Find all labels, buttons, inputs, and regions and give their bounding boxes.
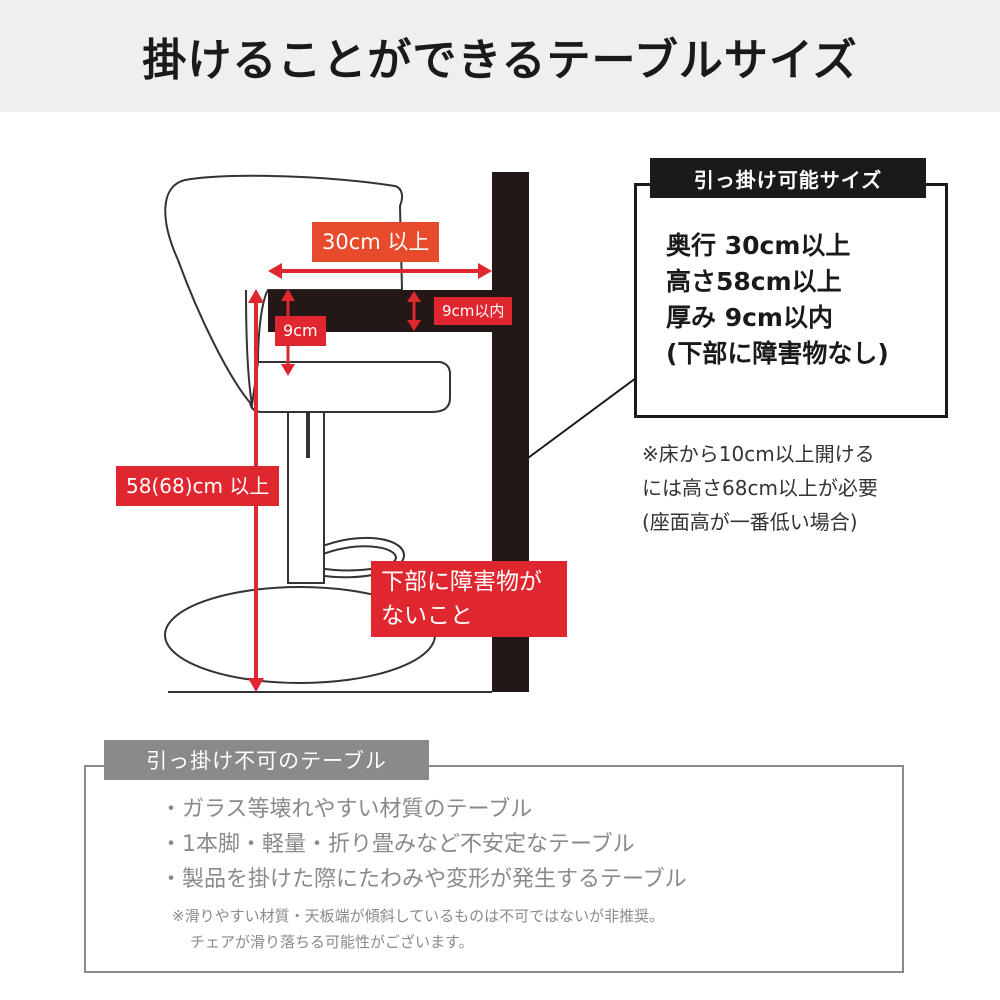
note-line: ※床から10cm以上開ける — [642, 442, 875, 466]
thickness-label: 9cm以内 — [434, 297, 513, 325]
gap-label: 9cm — [275, 316, 326, 346]
allowed-size-thickness: 厚み 9cm以内 — [666, 303, 833, 332]
list-item: ・1本脚・軽量・折り畳みなど不安定なテーブル — [160, 832, 635, 857]
floor-clearance-note: ※床から10cm以上開ける には高さ68cm以上が必要 (座面高が一番低い場合) — [642, 437, 972, 539]
depth-label: 30cm 以上 — [312, 222, 440, 262]
allowed-size-depth: 奥行 30cm以上 — [666, 231, 851, 260]
note-line: には高さ68cm以上が必要 — [642, 476, 878, 500]
list-item: ・製品を掛けた際にたわみや変形が発生するテーブル — [160, 867, 687, 892]
allowed-size-title: 引っ掛け可能サイズ — [650, 158, 926, 198]
note-line: チェアが滑り落ちる可能性がございます。 — [190, 933, 474, 951]
under-clearance-label: 下部に障害物がないこと — [371, 561, 567, 637]
page-title: 掛けることができるテーブルサイズ — [142, 35, 858, 86]
foot-ring — [317, 536, 406, 579]
chair-table-diagram — [164, 172, 637, 693]
list-item: ・ガラス等壊れやすい材質のテーブル — [160, 797, 533, 822]
unsuitable-tables-title: 引っ掛け不可のテーブル — [104, 740, 429, 780]
allowed-size-height: 高さ58cm以上 — [666, 267, 842, 296]
unsuitable-tables-box — [84, 765, 904, 973]
allowed-size-list: 奥行 30cm以上 高さ58cm以上 厚み 9cm以内 (下部に障害物なし) — [666, 228, 889, 372]
unsuitable-tables-note: ※滑りやすい材質・天板端が傾斜しているものは不可ではないが非推奨。 チェアが滑り… — [172, 903, 664, 955]
allowed-size-box — [634, 183, 948, 418]
height-label: 58(68)cm 以上 — [116, 466, 280, 506]
note-line: ※滑りやすい材質・天板端が傾斜しているものは不可ではないが非推奨。 — [172, 907, 665, 925]
chair-seat — [248, 361, 451, 413]
unsuitable-tables-list: ・ガラス等壊れやすい材質のテーブル ・1本脚・軽量・折り畳みなど不安定なテーブル… — [160, 792, 687, 897]
allowed-size-clearance: (下部に障害物なし) — [666, 339, 889, 368]
callout-line — [527, 377, 637, 459]
note-line: (座面高が一番低い場合) — [642, 510, 858, 534]
header-bar: 掛けることができるテーブルサイズ — [0, 0, 1000, 112]
